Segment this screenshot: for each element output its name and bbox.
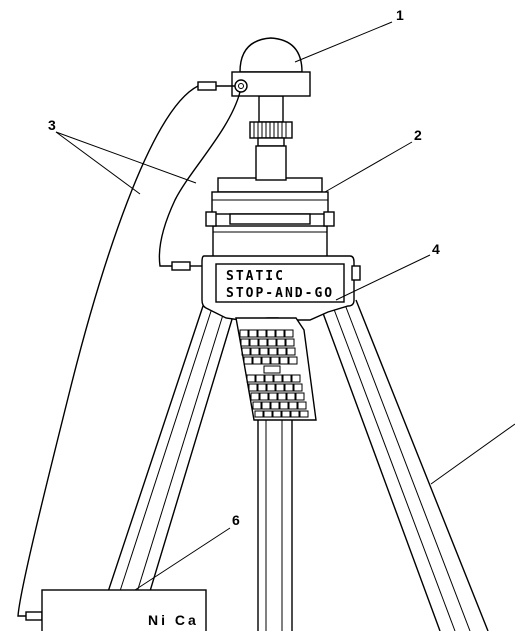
controller-display bbox=[215, 263, 345, 303]
keypad-key bbox=[254, 410, 264, 418]
keypad-key bbox=[285, 338, 295, 347]
keypad-key bbox=[290, 410, 300, 418]
gps-controller: STATIC STOP-AND-GO bbox=[201, 255, 361, 421]
keypad-key bbox=[275, 329, 285, 338]
keypad-key bbox=[255, 374, 265, 383]
keypad-key bbox=[286, 347, 296, 356]
keypad-key bbox=[268, 347, 278, 356]
keypad-key bbox=[259, 392, 269, 401]
keypad-key bbox=[270, 401, 280, 410]
keypad-key bbox=[252, 401, 262, 410]
keypad-key bbox=[258, 338, 268, 347]
keypad-key bbox=[267, 338, 277, 347]
keypad-key bbox=[268, 392, 278, 401]
antenna-adapter bbox=[249, 95, 293, 181]
display-line-2: STOP-AND-GO bbox=[226, 286, 334, 301]
keypad-key bbox=[240, 338, 250, 347]
cables bbox=[17, 81, 241, 621]
nicad-battery: Ni Ca bbox=[41, 589, 207, 631]
battery-label: Ni Ca bbox=[148, 612, 199, 628]
keypad-key bbox=[248, 329, 258, 338]
keypad-key bbox=[288, 356, 298, 365]
keypad-key bbox=[250, 392, 260, 401]
callout-3: 3 bbox=[48, 117, 56, 133]
keypad-key bbox=[249, 338, 259, 347]
gps-antenna bbox=[231, 37, 311, 97]
tripod-legs bbox=[94, 299, 489, 631]
keypad-key bbox=[263, 365, 281, 374]
keypad-key bbox=[257, 383, 267, 392]
keypad-key bbox=[282, 374, 292, 383]
keypad-key bbox=[266, 329, 276, 338]
keypad-key bbox=[286, 392, 296, 401]
callout-1: 1 bbox=[396, 7, 404, 23]
display-line-1: STATIC bbox=[226, 269, 285, 284]
callout-6: 6 bbox=[232, 512, 240, 528]
callout-4: 4 bbox=[432, 241, 440, 257]
keypad-key bbox=[293, 383, 303, 392]
keypad-key bbox=[273, 374, 283, 383]
keypad-key bbox=[276, 338, 286, 347]
keypad-key bbox=[264, 374, 274, 383]
keypad-key bbox=[257, 329, 267, 338]
keypad-key bbox=[275, 383, 285, 392]
keypad-key bbox=[266, 383, 276, 392]
keypad-key bbox=[250, 347, 260, 356]
keypad-key bbox=[277, 392, 287, 401]
keypad-key bbox=[279, 356, 289, 365]
keypad-key bbox=[259, 347, 269, 356]
keypad-key bbox=[261, 356, 271, 365]
tribrach bbox=[205, 177, 335, 259]
keypad-key bbox=[299, 410, 309, 418]
keypad-key bbox=[295, 392, 305, 401]
keypad-key bbox=[239, 329, 249, 338]
keypad-key bbox=[279, 401, 289, 410]
keypad-key bbox=[272, 410, 282, 418]
keypad-key bbox=[252, 356, 262, 365]
keypad-key bbox=[288, 401, 298, 410]
leader-lines bbox=[55, 21, 515, 591]
antenna-connector-icon bbox=[234, 79, 248, 93]
keypad-key bbox=[291, 374, 301, 383]
keypad-key bbox=[284, 329, 294, 338]
keypad-key bbox=[263, 410, 273, 418]
keypad-key bbox=[277, 347, 287, 356]
keypad-key bbox=[248, 383, 258, 392]
keypad-keys bbox=[239, 329, 309, 418]
keypad-key bbox=[270, 356, 280, 365]
keypad-key bbox=[284, 383, 294, 392]
keypad-key bbox=[241, 347, 251, 356]
keypad-key bbox=[297, 401, 307, 410]
keypad-key bbox=[261, 401, 271, 410]
callout-2: 2 bbox=[414, 127, 422, 143]
knurled-ring bbox=[253, 122, 287, 138]
keypad-key bbox=[246, 374, 256, 383]
keypad-key bbox=[281, 410, 291, 418]
keypad-key bbox=[243, 356, 253, 365]
